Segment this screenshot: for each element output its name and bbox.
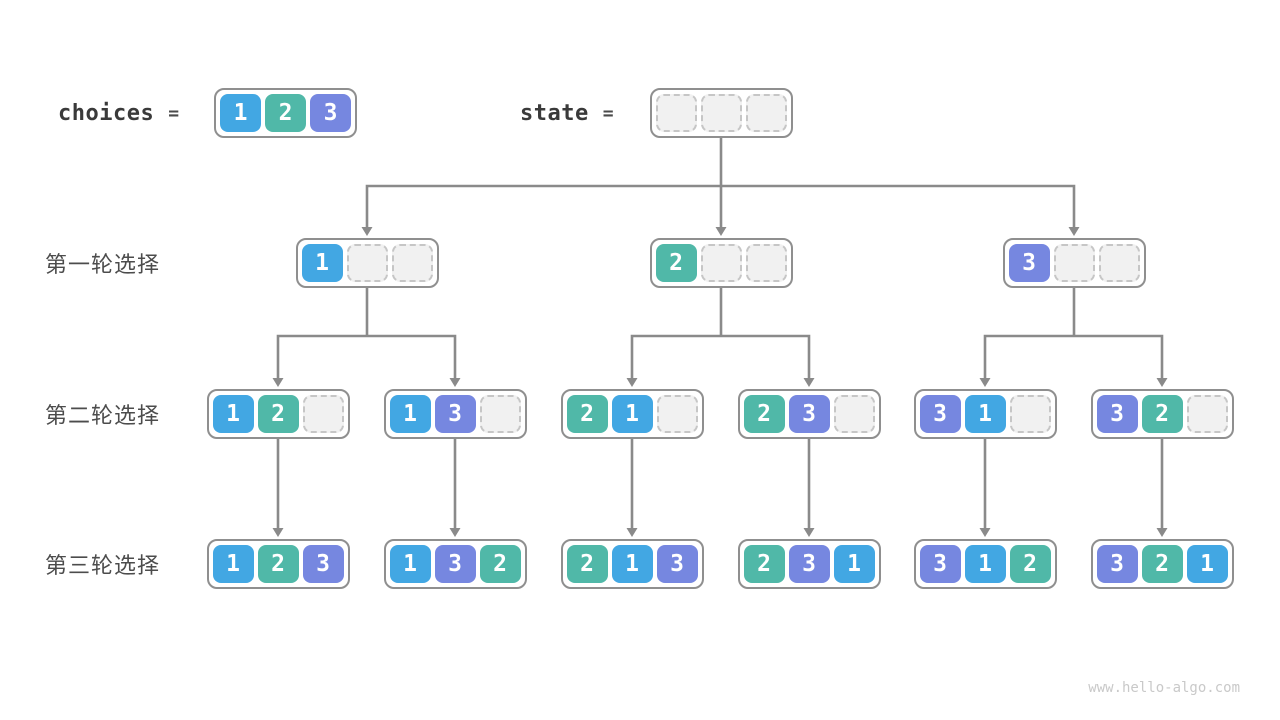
empty-cell xyxy=(1009,395,1051,433)
value-cell-3: 3 xyxy=(919,545,961,583)
empty-cell xyxy=(1053,244,1095,282)
empty-cell xyxy=(656,395,698,433)
empty-cell xyxy=(391,244,433,282)
value-cell-2: 2 xyxy=(265,94,306,132)
value-cell-2: 2 xyxy=(257,545,299,583)
value-cell-2: 2 xyxy=(479,545,521,583)
state-box-level1-1: 2 xyxy=(649,238,793,288)
value-cell-3: 3 xyxy=(788,545,830,583)
value-cell-1: 1 xyxy=(611,395,653,433)
choices-equals-sign: = xyxy=(168,102,180,124)
value-cell-1: 1 xyxy=(1186,545,1228,583)
value-cell-2: 2 xyxy=(743,395,785,433)
value-cell-2: 2 xyxy=(1009,545,1051,583)
state-box-level1-2: 3 xyxy=(1002,238,1146,288)
round-3-label: 第三轮选择 xyxy=(45,554,161,579)
value-cell-3: 3 xyxy=(919,395,961,433)
choices-group: choices = xyxy=(58,88,179,138)
value-cell-1: 1 xyxy=(389,545,431,583)
value-cell-3: 3 xyxy=(302,545,344,583)
empty-cell xyxy=(746,94,787,132)
round-1-label: 第一轮选择 xyxy=(45,253,161,278)
empty-cell xyxy=(833,395,875,433)
value-cell-2: 2 xyxy=(566,395,608,433)
empty-cell xyxy=(302,395,344,433)
value-cell-3: 3 xyxy=(1008,244,1050,282)
value-cell-1: 1 xyxy=(212,545,254,583)
state-equals-sign: = xyxy=(602,102,614,124)
choices-label: choices xyxy=(58,100,155,126)
value-cell-3: 3 xyxy=(434,395,476,433)
empty-cell xyxy=(700,244,742,282)
value-cell-1: 1 xyxy=(212,395,254,433)
value-cell-3: 3 xyxy=(434,545,476,583)
empty-cell xyxy=(1098,244,1140,282)
empty-cell xyxy=(701,94,742,132)
value-cell-3: 3 xyxy=(1096,545,1138,583)
value-cell-2: 2 xyxy=(1141,545,1183,583)
value-cell-2: 2 xyxy=(566,545,608,583)
state-box-level1-0: 1 xyxy=(295,238,439,288)
value-cell-3: 3 xyxy=(788,395,830,433)
value-cell-2: 2 xyxy=(743,545,785,583)
state-box-root xyxy=(650,88,793,138)
value-cell-1: 1 xyxy=(301,244,343,282)
value-cell-3: 3 xyxy=(656,545,698,583)
value-cell-3: 3 xyxy=(1096,395,1138,433)
value-cell-1: 1 xyxy=(964,545,1006,583)
website-watermark: www.hello-algo.com xyxy=(1088,680,1240,696)
empty-cell xyxy=(1186,395,1228,433)
state-label: state xyxy=(520,100,589,126)
empty-cell xyxy=(656,94,697,132)
value-cell-2: 2 xyxy=(257,395,299,433)
value-cell-2: 2 xyxy=(655,244,697,282)
value-cell-3: 3 xyxy=(310,94,351,132)
state-group: state = xyxy=(520,88,614,138)
value-cell-1: 1 xyxy=(389,395,431,433)
round-2-label: 第二轮选择 xyxy=(45,404,161,429)
value-cell-1: 1 xyxy=(833,545,875,583)
value-cell-2: 2 xyxy=(1141,395,1183,433)
empty-cell xyxy=(346,244,388,282)
value-cell-1: 1 xyxy=(611,545,653,583)
value-cell-1: 1 xyxy=(964,395,1006,433)
empty-cell xyxy=(745,244,787,282)
empty-cell xyxy=(479,395,521,433)
value-cell-1: 1 xyxy=(220,94,261,132)
